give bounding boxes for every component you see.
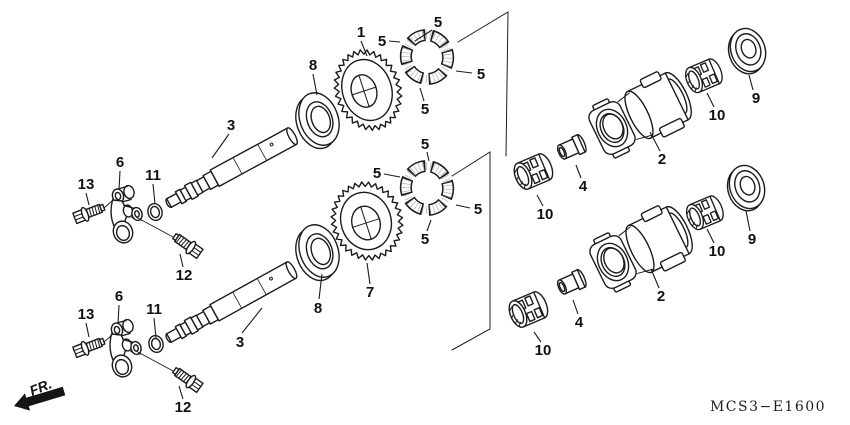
- group-divider-lines: [451, 11, 509, 351]
- callout-leader-lines: [85, 29, 754, 400]
- callout-2: 2: [657, 288, 665, 305]
- callout-10: 10: [537, 206, 554, 223]
- upper-balancer-group: [71, 22, 773, 261]
- bushing-upper: [554, 132, 589, 163]
- needle-bearing-upper-right: [681, 55, 727, 96]
- callout-8: 8: [309, 57, 317, 74]
- fr-label: FR.: [27, 375, 54, 398]
- callout-3: 3: [227, 117, 235, 134]
- balancer-weight-lower: [583, 197, 701, 299]
- callout-5: 5: [421, 101, 429, 118]
- callout-5: 5: [373, 165, 381, 182]
- flange-bolt-12-upper: [169, 229, 205, 261]
- flange-bolt-12-lower: [169, 363, 205, 395]
- callout-10: 10: [535, 342, 552, 359]
- balancer-shaft-upper: [161, 125, 300, 213]
- callout-8: 8: [314, 300, 322, 317]
- needle-bearing-upper-left: [509, 150, 557, 193]
- callout-4: 4: [579, 178, 588, 195]
- callout-9: 9: [752, 90, 760, 107]
- callout-6: 6: [115, 288, 123, 305]
- callout-5: 5: [474, 201, 482, 218]
- callout-1: 1: [357, 24, 365, 41]
- callout-12: 12: [175, 399, 192, 416]
- callout-2: 2: [658, 151, 666, 168]
- callout-7: 7: [366, 284, 374, 301]
- callout-10: 10: [709, 243, 726, 260]
- fr-direction-marker: FR.: [14, 375, 66, 411]
- diagram-code: MCS3−E1600: [710, 399, 826, 415]
- thrust-washer-upper: [721, 22, 773, 80]
- callout-5: 5: [434, 14, 442, 31]
- callout-4: 4: [575, 314, 584, 331]
- callout-5: 5: [378, 33, 386, 50]
- callout-12: 12: [176, 267, 193, 284]
- bushing-lower: [554, 267, 589, 298]
- callout-5: 5: [477, 66, 485, 83]
- callout-5: 5: [421, 231, 429, 248]
- callout-13: 13: [78, 176, 95, 193]
- callout-9: 9: [748, 231, 756, 248]
- drive-gear-lower: [330, 181, 404, 261]
- o-ring-upper: [145, 201, 165, 223]
- lower-balancer-group: [71, 159, 772, 395]
- callout-10: 10: [709, 107, 726, 124]
- callout-11: 11: [146, 301, 162, 318]
- thrust-washer-lower: [720, 159, 772, 217]
- damper-rubber-set-upper: [400, 30, 454, 85]
- bearing-holder-upper: [109, 183, 145, 247]
- needle-bearing-lower-left: [504, 288, 552, 331]
- balancer-weight-upper: [582, 63, 700, 165]
- damper-rubber-set-lower: [400, 161, 454, 216]
- flange-bolt-13-lower: [71, 333, 108, 360]
- callout-labels: 13 6 11 12 3 8 1 5 5 5 5 5 5 5 5 3 7 8 6…: [78, 14, 761, 416]
- callout-11: 11: [145, 167, 161, 184]
- needle-bearing-lower-right: [682, 192, 728, 233]
- callout-5: 5: [421, 136, 429, 153]
- callout-6: 6: [116, 154, 124, 171]
- callout-13: 13: [78, 306, 95, 323]
- bearing-holder-lower: [108, 317, 144, 381]
- drive-gear-upper: [333, 49, 403, 131]
- fr-arrow-icon: [14, 386, 66, 411]
- callout-3: 3: [236, 334, 244, 351]
